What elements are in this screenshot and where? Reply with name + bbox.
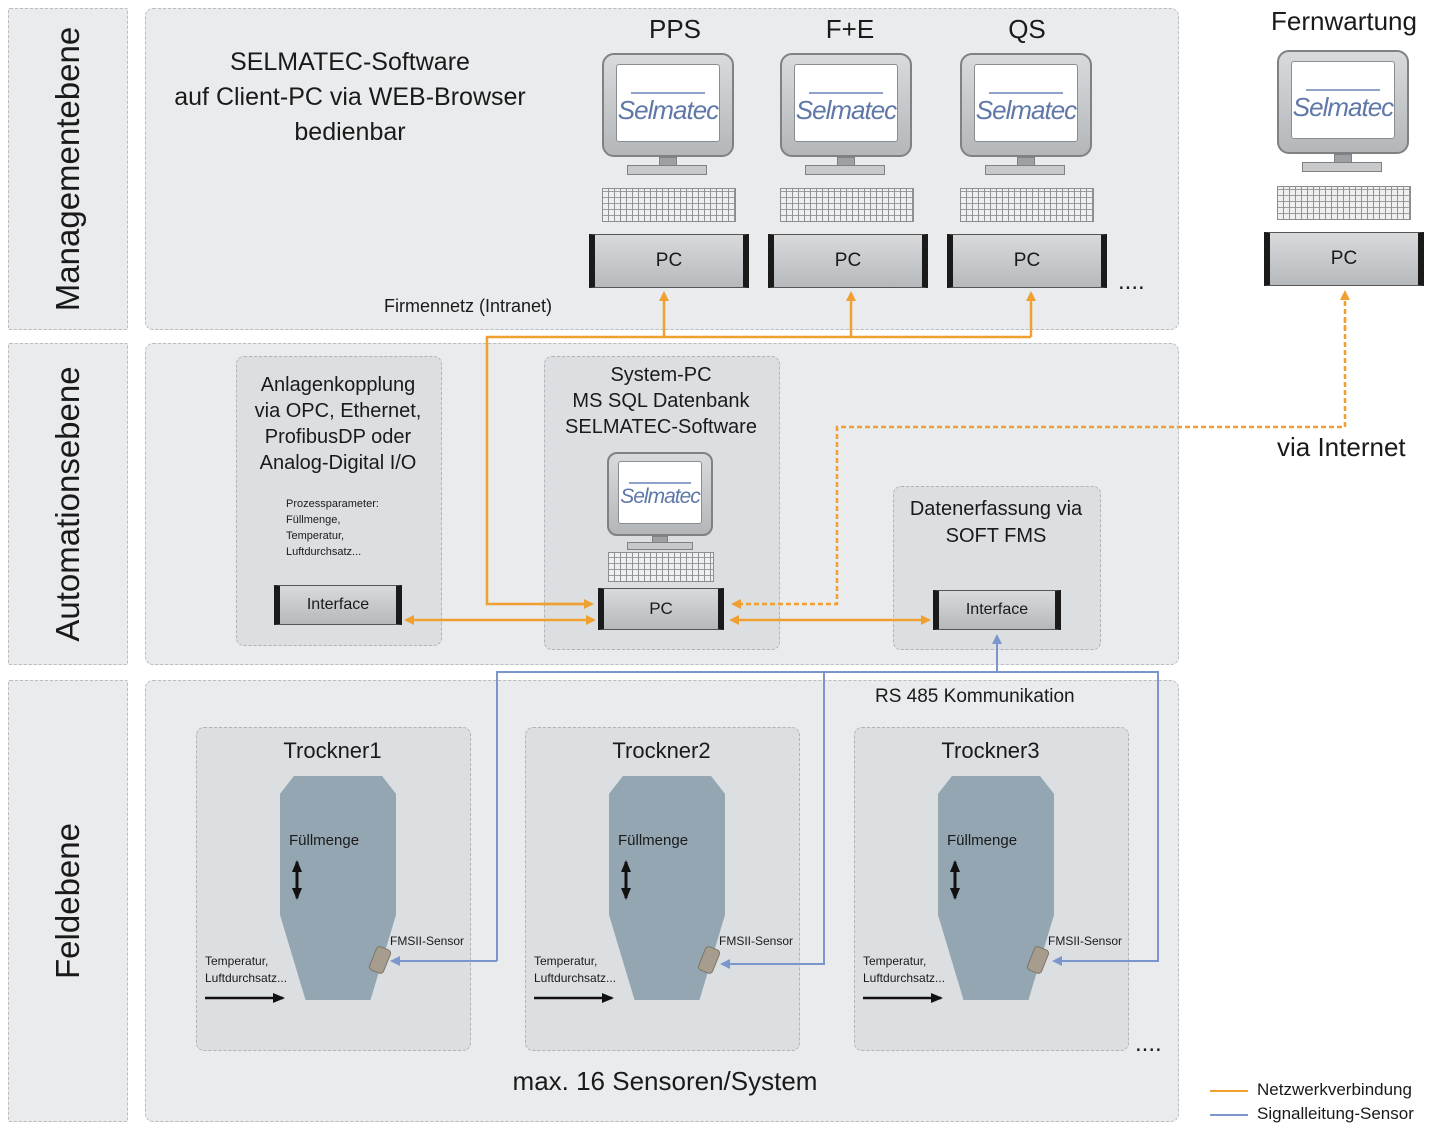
pc-qs: PC — [947, 234, 1107, 288]
level-panel-field: Feldebene — [8, 680, 128, 1122]
keyboard-icon — [1277, 186, 1411, 220]
more-workstations-ellipsis: .... — [1118, 268, 1145, 295]
dryer-air-1: Temperatur, Luftdurchsatz... — [205, 954, 288, 985]
system-pc-title: System-PC MS SQL Datenbank SELMATEC-Soft… — [565, 364, 757, 438]
dryer-sensor-3: FMSII-Sensor — [1048, 934, 1123, 948]
legend-label-signal: Signalleitung-Sensor — [1257, 1104, 1414, 1123]
monitor-system: Selmatec — [607, 452, 713, 536]
coupling-title: Anlagenkopplung via OPC, Ethernet, Profi… — [254, 374, 422, 474]
internet-line — [731, 290, 1350, 609]
system-pc: PC — [598, 588, 724, 630]
via-internet-label: via Internet — [1277, 432, 1406, 462]
max-sensors-label: max. 16 Sensoren/System — [512, 1066, 818, 1096]
level-panel-management: Managementebene — [8, 8, 128, 330]
keyboard-icon — [960, 188, 1094, 222]
selmatec-logo: Selmatec — [620, 485, 701, 508]
dryer-air-3: Temperatur, Luftdurchsatz... — [863, 954, 946, 985]
software-description: SELMATEC-Software auf Client-PC via WEB-… — [174, 48, 526, 146]
dryer-name-3: Trockner3 — [941, 738, 1040, 763]
legend-swatch-signal — [1210, 1114, 1248, 1116]
dryer-sensor-1: FMSII-Sensor — [390, 934, 465, 948]
dryer-name-1: Trockner1 — [283, 738, 382, 763]
dryer-air-2: Temperatur, Luftdurchsatz... — [534, 954, 617, 985]
monitor-qs: Selmatec — [960, 53, 1092, 157]
workstation-title-fe: F+E — [825, 14, 875, 44]
legend-swatch-network — [1210, 1090, 1248, 1092]
more-dryers-ellipsis: .... — [1135, 1030, 1162, 1057]
legend-label-network: Netzwerkverbindung — [1257, 1080, 1412, 1099]
remote-title: Fernwartung — [1271, 6, 1417, 36]
interface-coupling: Interface — [274, 585, 402, 625]
pc-fe: PC — [768, 234, 928, 288]
rs485-label: RS 485 Kommunikation — [875, 686, 1075, 707]
workstation-title-qs: QS — [1008, 14, 1046, 44]
keyboard-icon — [602, 188, 736, 222]
process-parameters: Prozessparameter: Füllmenge, Temperatur,… — [286, 498, 379, 558]
capture-title: Datenerfassung via SOFT FMS — [909, 498, 1083, 547]
selmatec-logo: Selmatec — [975, 95, 1077, 125]
workstation-title-pps: PPS — [648, 14, 702, 44]
dryer-fill-2: Füllmenge — [618, 832, 689, 849]
keyboard-icon — [608, 552, 714, 582]
monitor-fe: Selmatec — [780, 53, 912, 157]
dryer-name-2: Trockner2 — [612, 738, 711, 763]
intranet-lines — [485, 291, 1036, 609]
monitor-pps: Selmatec — [602, 53, 734, 157]
monitor-remote: Selmatec — [1277, 50, 1409, 154]
level-panel-automation: Automationsebene — [8, 343, 128, 665]
signal-lines — [390, 634, 1159, 969]
intranet-label: Firmennetz (Intranet) — [384, 296, 553, 316]
dryer-fill-1: Füllmenge — [289, 832, 360, 849]
fill-level-arrows — [292, 860, 960, 900]
selmatec-logo: Selmatec — [1292, 92, 1394, 122]
dryer-sensor-2: FMSII-Sensor — [719, 934, 794, 948]
pc-pps: PC — [589, 234, 749, 288]
selmatec-logo: Selmatec — [795, 95, 897, 125]
dryer-fill-3: Füllmenge — [947, 832, 1018, 849]
selmatec-logo: Selmatec — [617, 95, 719, 125]
interface-capture: Interface — [933, 590, 1061, 630]
keyboard-icon — [780, 188, 914, 222]
pc-remote: PC — [1264, 232, 1424, 286]
